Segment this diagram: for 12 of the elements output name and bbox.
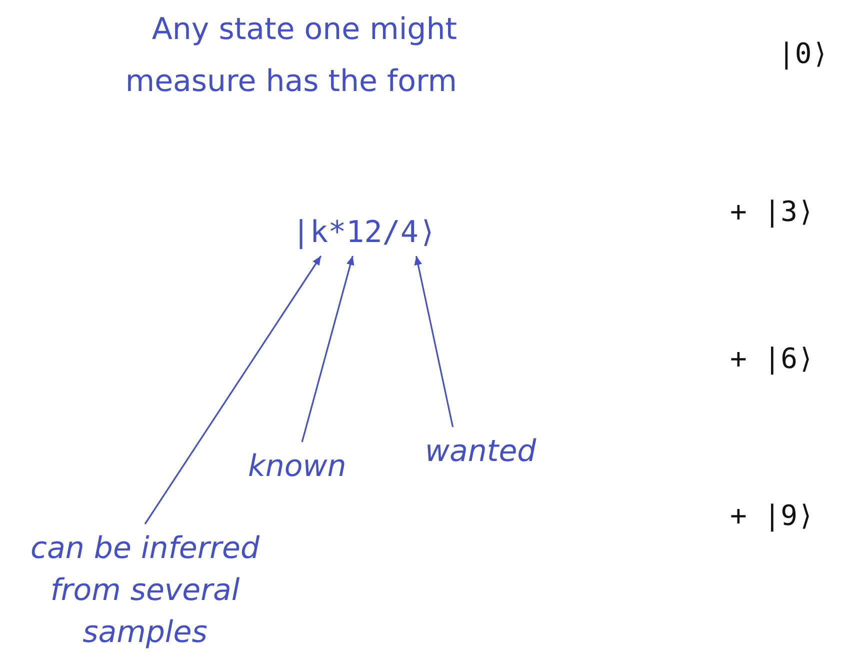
annotation-text: wanted <box>425 431 536 473</box>
annotation-text: known <box>248 446 346 488</box>
leader-arrow <box>301 256 354 442</box>
leader-arrow <box>144 256 322 524</box>
annotation-text: can be inferred from several samples <box>5 528 285 654</box>
heading-text: Any state one might measure has the form <box>124 11 457 101</box>
formula-term: + |3⟩ <box>730 194 814 230</box>
leader-arrow <box>414 256 454 428</box>
formula-term: + |9⟩ <box>730 498 814 534</box>
formula-text: |k*12/4⟩ <box>292 212 436 254</box>
formula-term: |0⟩ <box>778 36 829 72</box>
formula-term: + |6⟩ <box>730 341 814 377</box>
